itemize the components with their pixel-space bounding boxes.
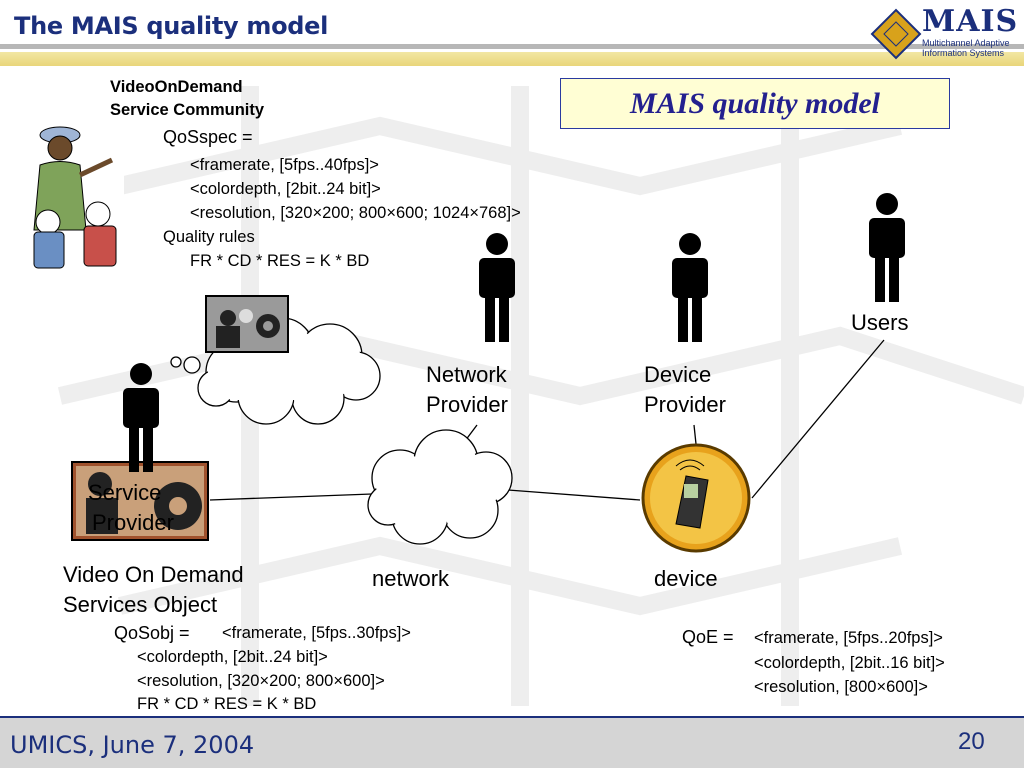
person-device-provider [672,233,708,342]
qosobj-line-3: <resolution, [320×200; 800×600]> [137,672,385,690]
service-provider-image [71,461,209,541]
link-deviceprovider-device [693,424,697,445]
logo-subtitle-line2: Information Systems [922,48,1005,58]
qosobj-line-1: <framerate, [5fps..30fps]> [222,624,411,642]
mobile-phone-icon [641,443,751,553]
slide-title: The MAIS quality model [14,12,329,40]
qosobj-label: QoSobj = [114,623,190,643]
device-provider-label-line1: Device [644,362,712,387]
person-user [869,193,905,302]
page-number: 20 [958,728,985,755]
logo-wordmark: MAIS [922,4,1019,39]
qosspec-line-3: <resolution, [320×200; 800×600; 1024×768… [190,204,521,222]
network-provider-label-line2: Provider [426,392,508,417]
community-title-line2: Service Community [110,101,265,119]
quality-rules-label: Quality rules [163,228,255,246]
qosspec-line-1: <framerate, [5fps..40fps]> [190,156,379,174]
service-object-rule: FR * CD * RES = K * BD [137,695,317,713]
qoe-label: QoE = [682,627,734,647]
qoe-line-2: <colordepth, [2bit..16 bit]> [754,654,945,672]
mais-logo [870,8,922,60]
slide-footer: UMICS, June 7, 2004 20 [0,716,1024,768]
header-band [0,52,1024,66]
header-divider [0,44,1024,49]
service-provider-label-line2: Provider [92,510,174,535]
link-network-device [507,489,641,501]
link-device-users [751,339,885,499]
network-provider-label-line1: Network [426,362,507,387]
community-title-line1: VideoOnDemand [110,78,243,96]
footer-event-date: UMICS, June 7, 2004 [10,731,255,759]
network-label: network [372,566,450,591]
qosobj-line-2: <colordepth, [2bit..24 bit]> [137,648,328,666]
model-title-text: MAIS quality model [629,87,881,120]
person-network-provider [479,233,515,342]
qosspec-line-2: <colordepth, [2bit..24 bit]> [190,180,381,198]
service-provider-label-line1: Service [88,480,162,505]
link-service-network [209,493,373,501]
person-service-provider [123,363,159,472]
service-provider-thought-image [205,295,289,353]
users-label: Users [851,310,909,335]
service-object-title-line1: Video On Demand [63,562,244,587]
qoe-line-3: <resolution, [800×600]> [754,678,928,696]
qoe-line-1: <framerate, [5fps..20fps]> [754,629,943,647]
model-title-box: MAIS quality model [560,78,950,129]
service-object-title-line2: Services Object [63,592,218,617]
quality-rule: FR * CD * RES = K * BD [190,252,370,270]
community-people-icon [24,120,124,270]
device-label: device [654,566,718,591]
slide-header: The MAIS quality model MAIS Multichannel… [0,0,1024,66]
logo-subtitle-line1: Multichannel Adaptive [922,38,1010,48]
device-provider-label-line2: Provider [644,392,726,417]
qosspec-label: QoSspec = [163,127,253,147]
person-icons [123,193,905,472]
